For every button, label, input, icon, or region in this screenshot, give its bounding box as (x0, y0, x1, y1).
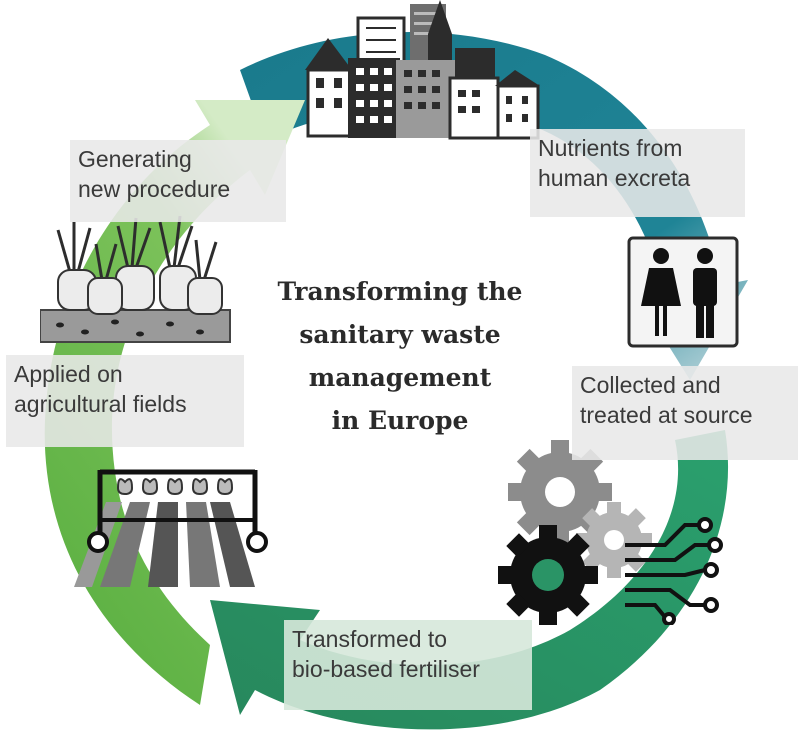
diagram-title: Transforming the sanitary waste manageme… (240, 270, 560, 442)
step-label-line: Generating (78, 146, 192, 172)
gears-icon (498, 440, 652, 625)
title-line: management (308, 363, 492, 392)
title-line: Transforming the (277, 277, 523, 306)
title-line: sanitary waste (299, 320, 501, 349)
arrow-teal (240, 32, 748, 380)
step-label-line: bio-based fertiliser (292, 656, 480, 682)
step-label-line: Collected and (580, 372, 721, 398)
step-label-transformed: Transformed to bio-based fertiliser (284, 620, 532, 710)
step-label-line: Applied on (14, 361, 123, 387)
step-label-nutrients: Nutrients from human excreta (530, 129, 745, 217)
arrow-light-green (44, 100, 305, 705)
step-label-line: Transformed to (292, 626, 448, 652)
step-label-applied: Applied on agricultural fields (6, 355, 244, 447)
circuit-icon (625, 517, 723, 625)
city-buildings-icon (305, 0, 540, 140)
step-label-line: human excreta (538, 165, 691, 191)
step-label-collected: Collected and treated at source (572, 366, 798, 460)
step-label-line: treated at source (580, 402, 753, 428)
step-label-line: new procedure (78, 176, 231, 202)
root-vegetables-icon (40, 215, 231, 343)
irrigation-field-icon (74, 469, 268, 587)
step-label-line: agricultural fields (14, 391, 187, 417)
restroom-icon (627, 236, 739, 348)
title-line: in Europe (331, 406, 469, 435)
step-label-generating: Generating new procedure (70, 140, 286, 222)
step-label-line: Nutrients from (538, 135, 683, 161)
